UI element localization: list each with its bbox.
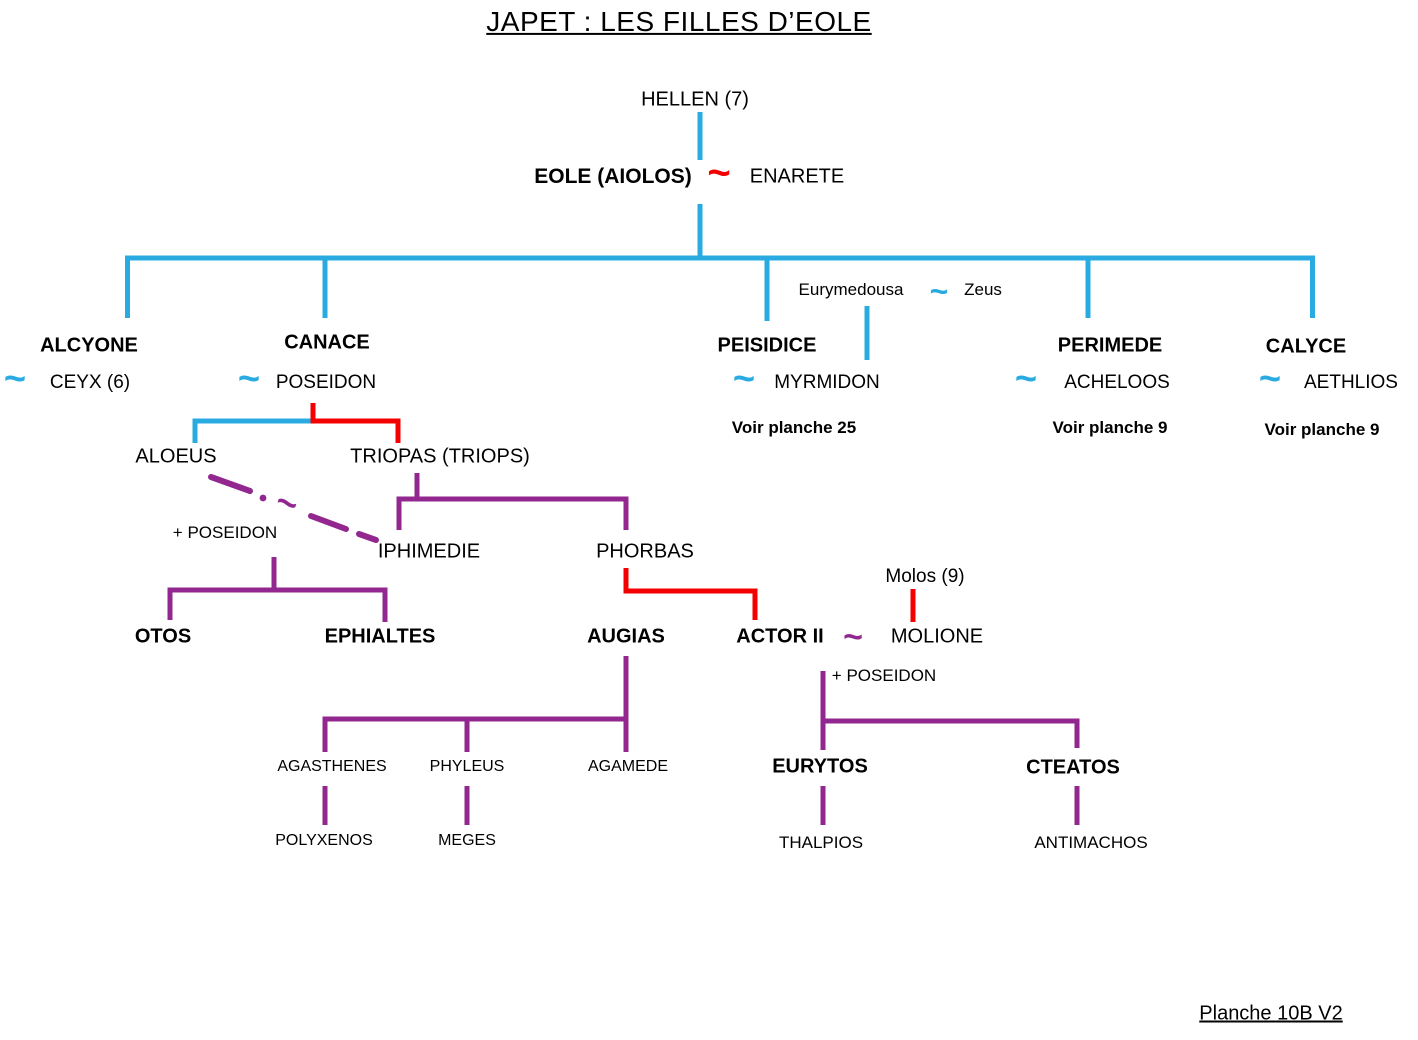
dash-dot: [259, 494, 267, 502]
node-eurymedousa: Eurymedousa: [798, 280, 904, 300]
node-hellen: HELLEN (7): [641, 88, 749, 111]
union-icon-peisidice-myrmidon: ~: [733, 358, 755, 400]
union-icon-eole-enarete: ~: [707, 151, 730, 195]
note-voir-planche-9b: Voir planche 9: [1264, 420, 1380, 440]
node-ceyx: CEYX (6): [49, 372, 131, 394]
node-cteatos: CTEATOS: [1026, 756, 1120, 779]
node-phorbas: PHORBAS: [596, 540, 694, 563]
purple-connectors: [167, 473, 1080, 825]
node-actor-ii: ACTOR II: [736, 625, 824, 648]
node-meges: MEGES: [438, 831, 496, 849]
node-agasthenes: AGASTHENES: [277, 757, 387, 775]
node-alcyone: ALCYONE: [40, 334, 138, 357]
node-molione: MOLIONE: [890, 625, 984, 648]
node-aloeus: ALOEUS: [135, 445, 217, 468]
union-icon-alcyone-ceyx: ~: [4, 358, 26, 400]
page-title: JAPET : LES FILLES D’EOLE: [486, 5, 872, 37]
node-agamede: AGAMEDE: [587, 757, 669, 775]
node-calyce: CALYCE: [1265, 335, 1347, 358]
node-antimachos: ANTIMACHOS: [1034, 833, 1148, 853]
red-connectors: [310, 403, 916, 622]
node-otos: OTOS: [134, 625, 192, 648]
dash-segment-3: [356, 531, 379, 543]
union-icon-calyce-aethlios: ~: [1259, 358, 1281, 400]
note-voir-planche-25: Voir planche 25: [731, 418, 857, 438]
node-phyleus: PHYLEUS: [429, 757, 505, 775]
node-peisidice: PEISIDICE: [717, 334, 817, 357]
node-molos: Molos (9): [885, 566, 965, 588]
blue-connectors: [125, 112, 1315, 443]
dash-segment-2: [308, 513, 349, 532]
node-eurytos: EURYTOS: [772, 755, 868, 778]
union-icon-perimede-acheloos: ~: [1015, 358, 1037, 400]
note-plus-poseidon-molione: + POSEIDON: [831, 666, 937, 686]
node-ephialtes: EPHIALTES: [324, 625, 436, 648]
node-polyxenos: POLYXENOS: [275, 831, 373, 849]
node-augias: AUGIAS: [587, 625, 665, 648]
note-voir-planche-9a: Voir planche 9: [1052, 418, 1168, 438]
node-aethlios: AETHLIOS: [1304, 372, 1398, 394]
union-icon-eurymedousa-zeus: ~: [930, 273, 949, 309]
dashed-liaison-aloeus-iphimedie: [208, 474, 379, 543]
node-zeus: Zeus: [964, 280, 1002, 300]
node-iphimedie: IPHIMEDIE: [377, 540, 481, 563]
node-enarete: ENARETE: [749, 165, 845, 188]
node-acheloos: ACHELOOS: [1064, 372, 1170, 394]
node-poseidon: POSEIDON: [275, 372, 377, 394]
plate-reference: Planche 10B V2: [1199, 1002, 1343, 1025]
note-plus-poseidon-aloeus: + POSEIDON: [172, 523, 278, 543]
node-thalpios: THALPIOS: [778, 833, 864, 853]
node-myrmidon: MYRMIDON: [774, 372, 880, 394]
union-icon-aloeus-iphimedie: ~: [271, 480, 304, 525]
node-perimede: PERIMEDE: [1057, 334, 1163, 357]
node-eole: EOLE (AIOLOS): [534, 164, 692, 188]
node-triopas: TRIOPAS (TRIOPS): [350, 445, 530, 468]
union-icon-canace-poseidon: ~: [238, 358, 260, 400]
dash-segment-1: [208, 474, 253, 494]
union-icon-actor-molione: ~: [843, 618, 863, 656]
node-canace: CANACE: [284, 331, 370, 354]
